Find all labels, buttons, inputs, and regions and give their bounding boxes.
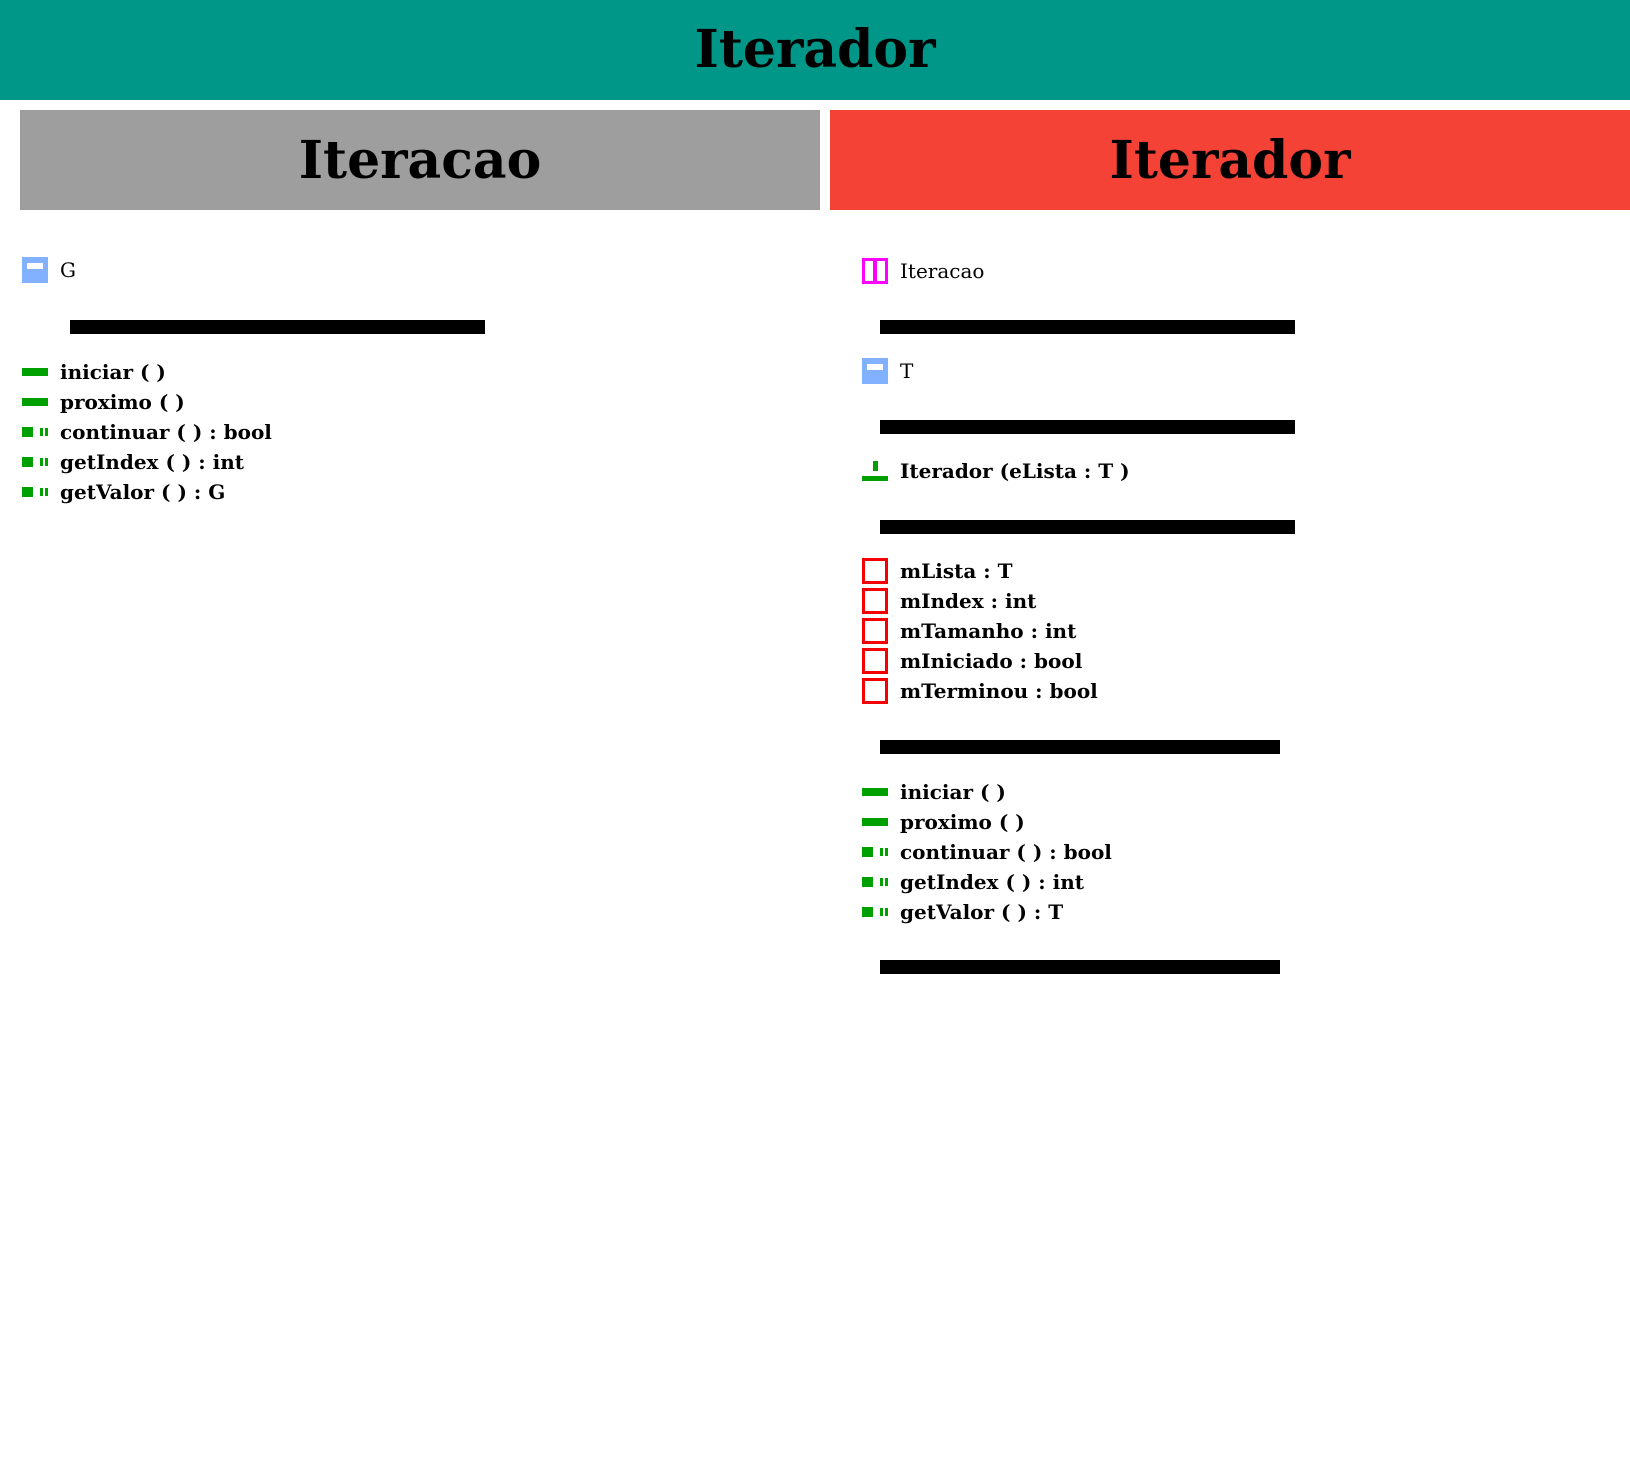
type-param-icon bbox=[22, 257, 48, 283]
parent-class-label: Iteracao bbox=[900, 259, 985, 283]
method-label: proximo ( ) bbox=[900, 810, 1025, 834]
field-label: mTerminou : bool bbox=[900, 679, 1098, 703]
section-divider bbox=[880, 520, 1295, 534]
section-divider bbox=[880, 960, 1280, 974]
field-label: mLista : T bbox=[900, 559, 1013, 583]
field-icon bbox=[862, 588, 888, 614]
method-label: continuar ( ) : bool bbox=[60, 420, 272, 444]
panel-header-iteracao: Iteracao bbox=[20, 110, 820, 210]
type-param-label: T bbox=[900, 359, 914, 383]
constructor-label: Iterador (eLista : T ) bbox=[900, 459, 1130, 483]
getter-method-icon bbox=[22, 427, 48, 437]
getter-method-icon bbox=[862, 907, 888, 917]
method-label: getValor ( ) : T bbox=[900, 900, 1064, 924]
field-label: mIndex : int bbox=[900, 589, 1037, 613]
section-divider bbox=[70, 320, 485, 334]
getter-method-icon bbox=[862, 877, 888, 887]
method-label: getValor ( ) : G bbox=[60, 480, 226, 504]
method-icon bbox=[862, 788, 888, 796]
method-label: iniciar ( ) bbox=[60, 360, 166, 384]
field-icon bbox=[862, 558, 888, 584]
section-divider bbox=[880, 740, 1280, 754]
panel-title: Iterador bbox=[1109, 129, 1351, 191]
section-divider bbox=[880, 420, 1295, 434]
type-param-icon bbox=[862, 358, 888, 384]
field-icon bbox=[862, 648, 888, 674]
panel-title: Iteracao bbox=[298, 129, 542, 191]
parent-class-icon bbox=[862, 258, 888, 284]
type-param-label: G bbox=[60, 258, 76, 282]
field-icon bbox=[862, 618, 888, 644]
field-label: mIniciado : bool bbox=[900, 649, 1083, 673]
method-icon bbox=[862, 818, 888, 826]
getter-method-icon bbox=[862, 847, 888, 857]
page-title: Iterador bbox=[694, 18, 936, 80]
method-icon bbox=[22, 368, 48, 376]
method-label: getIndex ( ) : int bbox=[60, 450, 245, 474]
method-label: iniciar ( ) bbox=[900, 780, 1006, 804]
field-label: mTamanho : int bbox=[900, 619, 1077, 643]
method-label: continuar ( ) : bool bbox=[900, 840, 1112, 864]
method-label: getIndex ( ) : int bbox=[900, 870, 1085, 894]
method-label: proximo ( ) bbox=[60, 390, 185, 414]
field-icon bbox=[862, 678, 888, 704]
panel-header-iterador: Iterador bbox=[830, 110, 1630, 210]
method-icon bbox=[22, 398, 48, 406]
title-bar: Iterador bbox=[0, 0, 1630, 100]
getter-method-icon bbox=[22, 487, 48, 497]
section-divider bbox=[880, 320, 1295, 334]
constructor-icon bbox=[862, 461, 888, 481]
getter-method-icon bbox=[22, 457, 48, 467]
